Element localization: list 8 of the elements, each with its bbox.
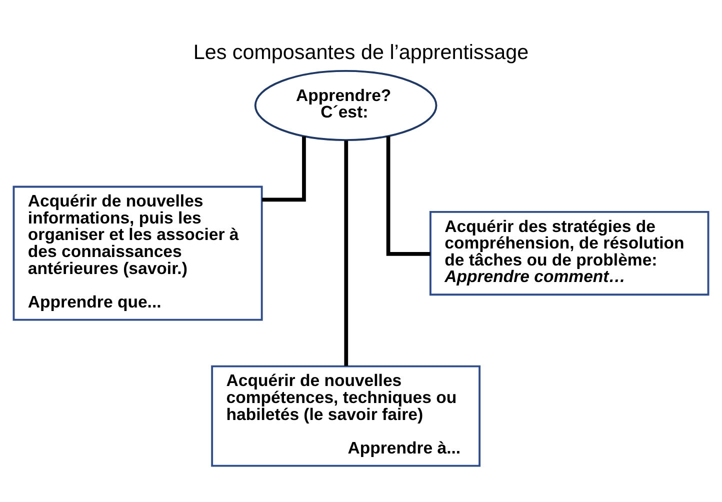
connector <box>386 136 430 256</box>
node-box: Acquérir de nouvelles informations, puis les organiser et les associer à des connaissances antérieures (savoir.) Apprendre que... <box>12 185 263 320</box>
connector <box>344 140 348 366</box>
diagram-title: Les composantes de l’apprentissage <box>193 40 529 64</box>
node-ellipse: Apprendre? C´est: <box>254 69 438 140</box>
node-box: Acquérir de nouvelles compétences, techniques ou habiletés (le savoir faire) Apprendre à... <box>211 364 481 466</box>
connector <box>262 136 306 202</box>
node-box: Acquérir des stratégies de compréhension, de résolution de tâches ou de problème: Apprendre comment… <box>429 210 710 296</box>
